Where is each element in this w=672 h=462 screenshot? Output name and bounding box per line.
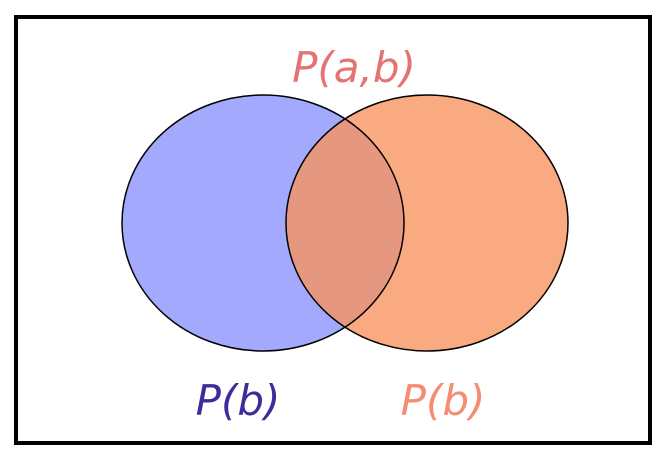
right-set-outline — [285, 94, 569, 352]
right-set-circle — [286, 95, 568, 351]
left-set-label: P(b) — [195, 376, 281, 425]
left-set-outline — [121, 94, 405, 352]
intersection-label: P(a,b) — [292, 43, 416, 92]
right-set-label: P(b) — [400, 376, 486, 425]
